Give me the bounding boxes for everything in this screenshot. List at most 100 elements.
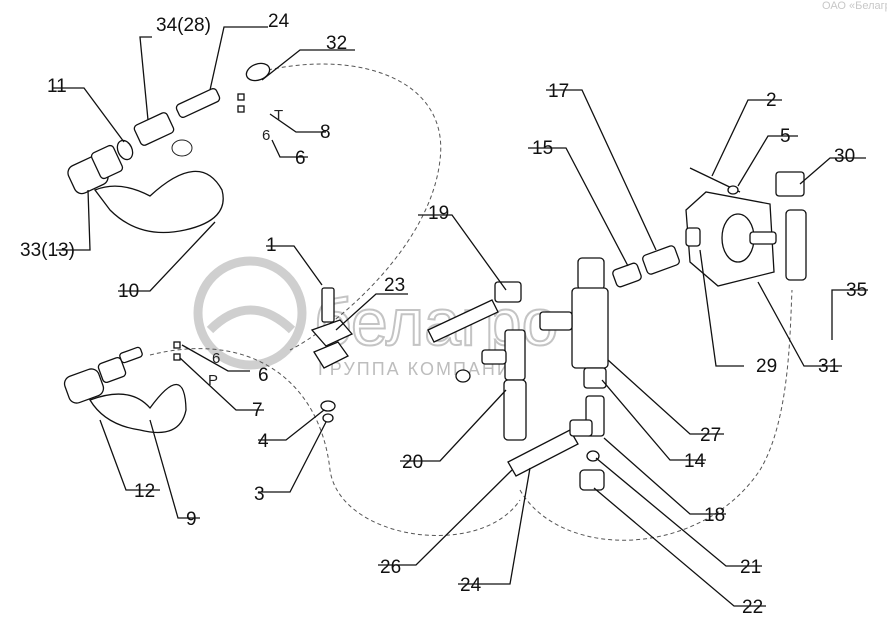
small-6a: 6	[262, 127, 270, 144]
tee-body	[504, 329, 526, 381]
callout-33: 33(13)	[20, 240, 75, 261]
callout-26: 26	[380, 557, 401, 578]
seal-ring-11	[116, 139, 134, 161]
clamp-group	[310, 287, 354, 423]
callout-35: 35	[846, 280, 867, 301]
adapter-24	[175, 88, 221, 118]
fitting-15	[612, 262, 642, 288]
leader-3	[258, 421, 327, 493]
washer-4	[320, 400, 336, 412]
callout-34: 34(28)	[156, 15, 211, 36]
nut-3	[322, 413, 334, 423]
leader-26	[378, 469, 513, 566]
leader-10	[118, 221, 216, 292]
valve-port	[539, 311, 573, 331]
leader-31	[757, 281, 842, 367]
valve-group	[539, 245, 680, 491]
callout-15: 15	[532, 138, 553, 159]
washer-5	[727, 185, 739, 195]
dust-cap-strap-10	[93, 170, 224, 234]
callout-30: 30	[834, 146, 855, 167]
callout-32: 32	[326, 33, 347, 54]
leader-15	[528, 147, 629, 267]
leader-32	[261, 49, 355, 81]
fitting-17	[642, 245, 680, 275]
watermark-logo-arc	[206, 305, 296, 334]
tag-6-lower	[173, 341, 181, 349]
leader-2	[711, 99, 782, 177]
leader-11	[52, 87, 125, 143]
callout-22: 22	[742, 597, 763, 618]
small-p: P	[208, 372, 218, 389]
callout-8: 8	[320, 122, 331, 143]
watermark-subtitle: ГРУППА КОМПАНИЙ	[318, 358, 527, 379]
callouts: 34(28) 24 32 11 T 8 6 6 33(13) 10 1 23 6…	[20, 11, 867, 618]
flange-30	[775, 171, 805, 197]
dust-cap-strap-9	[89, 383, 187, 434]
leader-12	[99, 419, 160, 491]
callout-6a: 6	[295, 148, 306, 169]
fitting-14	[583, 367, 607, 389]
leader-23	[335, 293, 408, 331]
callout-4: 4	[258, 431, 269, 452]
leader-24b	[458, 467, 531, 585]
coupling-group-lower	[63, 341, 187, 434]
leader-27	[607, 359, 724, 435]
hose-end-31	[785, 209, 807, 281]
callout-3: 3	[254, 484, 265, 505]
callout-31: 31	[818, 356, 839, 377]
tag-7	[173, 353, 181, 361]
nut-22	[579, 469, 605, 491]
pump-flange	[721, 213, 755, 263]
leader-19	[418, 214, 507, 291]
nipple-12	[119, 346, 143, 364]
hose-26	[507, 429, 579, 477]
leader-21	[595, 457, 762, 567]
quick-coupler-12	[63, 368, 105, 404]
callout-1: 1	[266, 235, 277, 256]
callout-12: 12	[134, 481, 155, 502]
coupler-body-33	[90, 144, 124, 180]
leader-6a	[271, 139, 308, 158]
tee-side	[481, 349, 507, 365]
hose-route-lower	[149, 348, 521, 537]
coupler-half-34	[133, 112, 175, 146]
callout-29: 29	[756, 356, 777, 377]
clamp-block-23-lower	[313, 341, 349, 369]
leader-5	[737, 135, 798, 187]
coupler-body-12	[97, 356, 127, 384]
leader-20	[400, 389, 507, 462]
pump-port	[685, 227, 701, 247]
callout-6b: 6	[258, 365, 269, 386]
callout-24a: 24	[268, 11, 290, 32]
callout-14: 14	[684, 451, 706, 472]
leader-17	[546, 89, 657, 251]
leader-7	[179, 357, 264, 411]
valve-body-27	[571, 287, 609, 369]
leader-14	[601, 379, 706, 461]
small-6b: 6	[212, 350, 220, 367]
callout-11: 11	[47, 76, 67, 97]
pump-shaft	[749, 231, 777, 245]
watermark-logo-ring	[193, 256, 307, 370]
callout-20: 20	[402, 452, 423, 473]
callout-9: 9	[186, 509, 197, 530]
callout-23: 23	[384, 275, 405, 296]
watermark-corner: ОАО «Белагро»	[822, 0, 887, 12]
tag-8	[237, 93, 245, 101]
leader-6b	[181, 344, 250, 372]
callout-21: 21	[740, 557, 761, 578]
leader-18	[603, 437, 726, 515]
callout-18: 18	[704, 505, 725, 526]
leader-35	[831, 289, 868, 340]
callout-2: 2	[766, 90, 777, 111]
nut-tee	[455, 369, 471, 383]
leader-24a	[209, 26, 268, 91]
small-t: T	[274, 107, 283, 124]
pump-group	[685, 167, 807, 287]
callout-24b: 24	[460, 575, 482, 596]
leader-1	[266, 245, 323, 286]
valve-cap-27	[577, 257, 605, 291]
